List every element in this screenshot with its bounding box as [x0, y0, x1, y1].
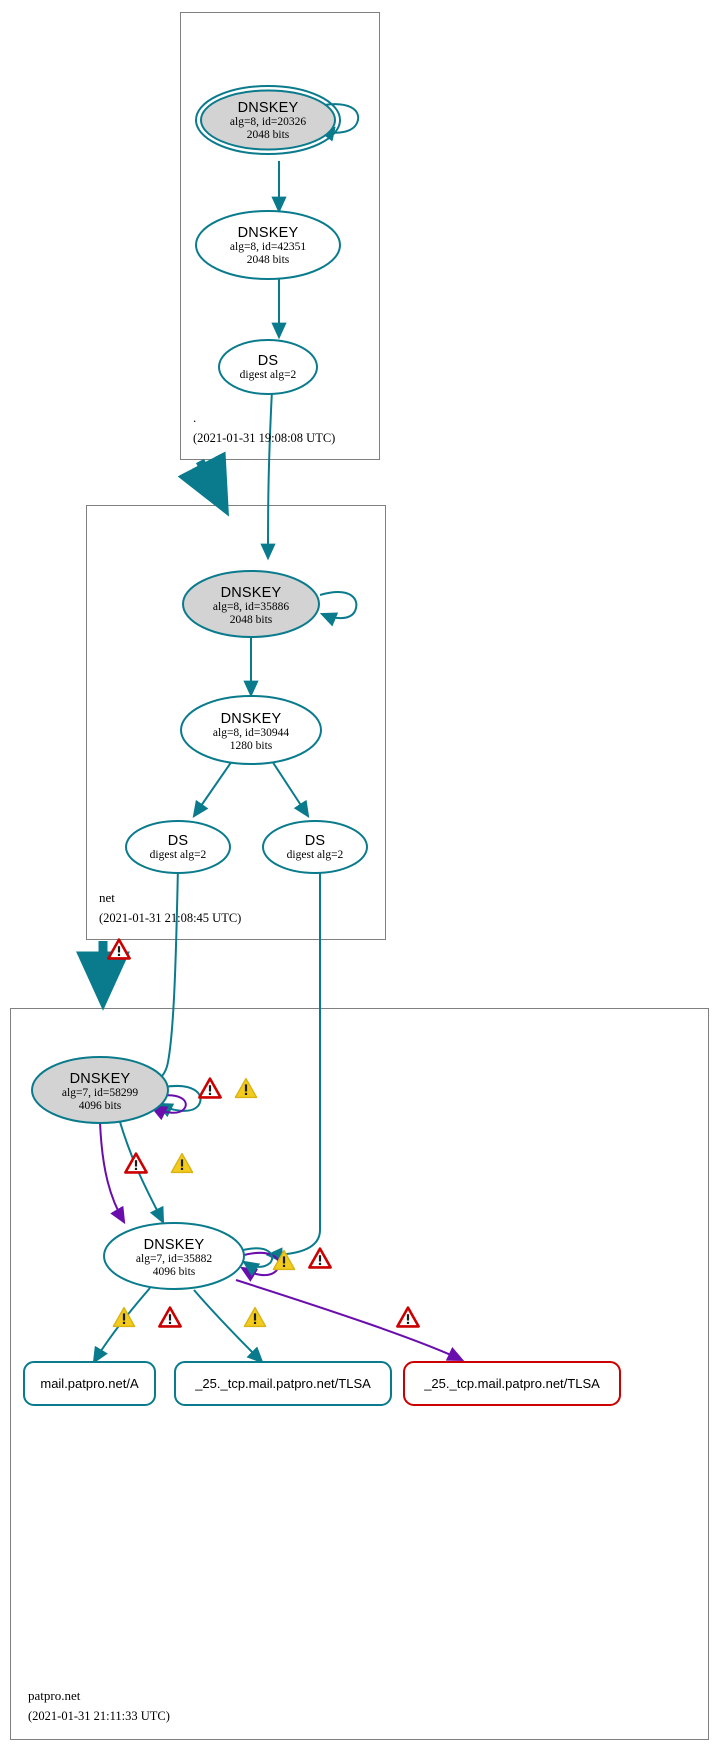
zone-timestamp-patpro: (2021-01-31 21:11:33 UTC): [28, 1709, 170, 1723]
edge-patpro-ksk-to-zsk-purple: [99, 1121, 126, 1225]
zone-timestamp-net: (2021-01-31 21:08:45 UTC): [99, 911, 242, 925]
edge-patpro-zsk-selfsign-teal: [242, 1247, 274, 1277]
node-leaf-a[interactable]: [23, 1361, 156, 1406]
icon-leaf-a-error[interactable]: [158, 1306, 182, 1333]
edge-root-ksk-selfsign: [308, 103, 360, 142]
edge-zsk-to-leaf-a: [92, 1287, 151, 1365]
edge-zsk-to-leaf-tlsa: [193, 1289, 264, 1364]
node-leaf-tlsa-bad[interactable]: [403, 1361, 621, 1406]
edge-patpro-ksk-selfsign-teal: [149, 1085, 202, 1118]
node-net-zsk[interactable]: [180, 695, 322, 765]
edge-patpro-ksk-selfsign-purple: [147, 1094, 187, 1121]
node-leaf-tlsa-ok-label: _25._tcp.mail.patpro.net/TLSA: [195, 1376, 371, 1391]
icon-ksk-to-zsk-error[interactable]: [124, 1152, 148, 1179]
edge-net-ds-left-to-patpro-ksk: [110, 865, 179, 1097]
node-leaf-tlsa-ok[interactable]: [174, 1361, 392, 1406]
zone-label-patpro: patpro.net: [28, 1688, 81, 1703]
node-leaf-a-label: mail.patpro.net/A: [40, 1376, 139, 1391]
icon-zsk-selfsign-warning[interactable]: [272, 1249, 296, 1276]
edge-net-zsk-to-ds-right: [271, 760, 310, 819]
node-root-ksk-outer-ring: [195, 85, 341, 155]
edge-root-ds-to-net-ksk: [260, 389, 276, 561]
edge-net-ksk-selfsign: [319, 591, 358, 627]
node-net-ds-right[interactable]: [262, 820, 368, 874]
edge-patpro-ksk-to-zsk-teal: [119, 1121, 165, 1225]
edge-zsk-to-leaf-tlsa-bad: [235, 1279, 465, 1362]
zone-box-patpro: [10, 1008, 709, 1740]
zone-timestamp-root: (2021-01-31 19:08:08 UTC): [193, 431, 336, 445]
icon-zsk-selfsign-error[interactable]: [308, 1247, 332, 1274]
zone-box-root: [180, 12, 380, 460]
edge-delegation-root-to-net: [177, 451, 229, 517]
icon-leaf-tlsa-warning[interactable]: [243, 1306, 267, 1333]
icon-patpro-ksk-selfsign-warning[interactable]: [234, 1077, 258, 1104]
icon-leaf-a-warning[interactable]: [112, 1306, 136, 1333]
zone-box-net: [86, 505, 386, 940]
node-root-zsk[interactable]: [195, 210, 341, 280]
zone-label-root: .: [193, 410, 197, 425]
node-patpro-zsk[interactable]: [103, 1222, 245, 1290]
node-net-ksk[interactable]: [182, 570, 320, 638]
node-root-ksk[interactable]: [200, 89, 336, 151]
icon-patpro-ksk-selfsign-error[interactable]: [198, 1077, 222, 1104]
edge-net-ds-right-to-patpro-zsk: [265, 866, 321, 1263]
node-patpro-ksk[interactable]: [31, 1056, 169, 1124]
node-root-ds[interactable]: [218, 339, 318, 395]
node-net-ds-left[interactable]: [125, 820, 231, 874]
icon-leaf-tlsa-bad-error[interactable]: [396, 1306, 420, 1333]
icon-delegation-net-patpro-error[interactable]: [107, 938, 131, 965]
zone-label-net: net: [99, 890, 115, 905]
edge-net-zsk-to-ds-left: [192, 760, 233, 818]
node-leaf-tlsa-bad-label: _25._tcp.mail.patpro.net/TLSA: [424, 1376, 600, 1391]
icon-ksk-to-zsk-warning[interactable]: [170, 1152, 194, 1179]
